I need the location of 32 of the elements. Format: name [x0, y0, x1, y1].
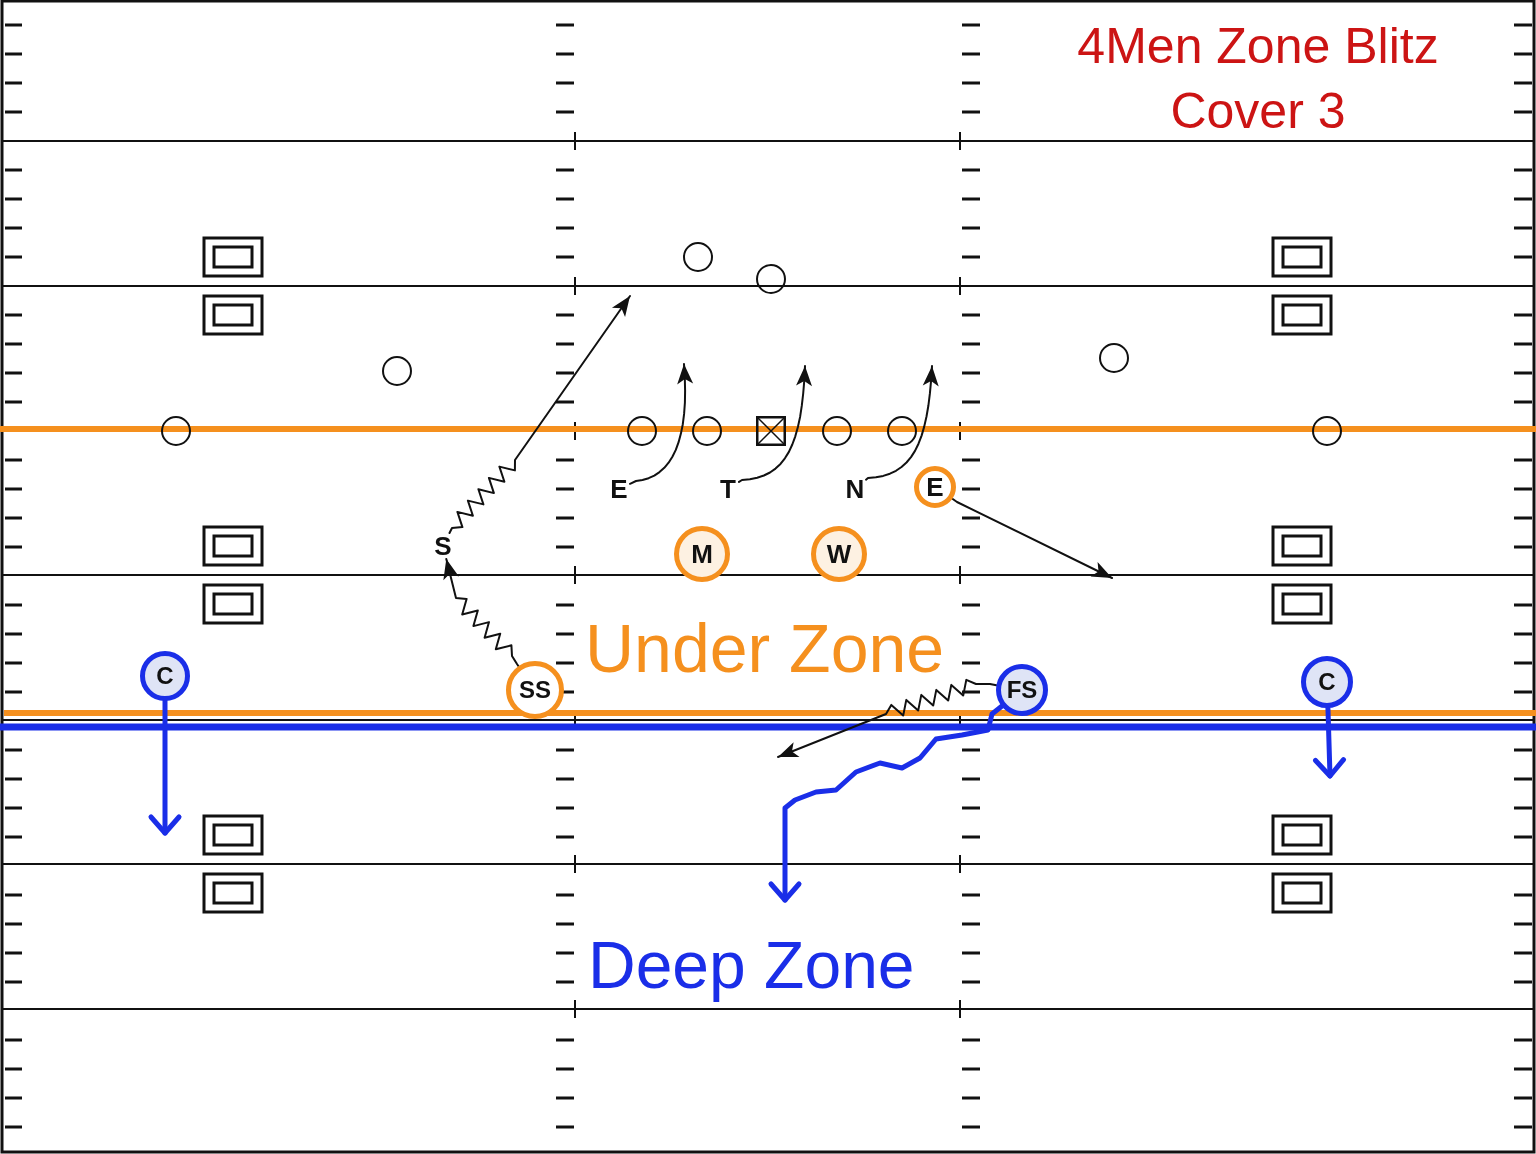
center-player-box [756, 416, 786, 446]
defender-label: N [844, 476, 866, 502]
defender-circle: C [140, 651, 190, 701]
diagram-title: 4Men Zone Blitz Cover 3 [1076, 17, 1440, 141]
defender-circle: E [914, 466, 956, 508]
offense-player-circle [1312, 416, 1342, 446]
defender-circle: C [1301, 656, 1353, 708]
offense-player-circle [756, 264, 786, 294]
defender-label: S [432, 533, 454, 559]
route-arrow [865, 365, 939, 481]
offense-player-circle [822, 416, 852, 446]
defender-circle: M [674, 526, 730, 582]
blitz-arrow [777, 678, 998, 758]
offense-player-circle [627, 416, 657, 446]
route-arrow [738, 365, 812, 483]
offense-player-circle [683, 242, 713, 272]
offense-player-circle [1099, 343, 1129, 373]
blitz-arrow [443, 558, 520, 668]
zone-label: Under Zone [585, 614, 945, 682]
defender-circle: FS [996, 664, 1048, 716]
coverage-arrow [768, 703, 1005, 903]
offense-player-circle [692, 416, 722, 446]
route-arrow [629, 363, 694, 485]
offense-player-circle [161, 416, 191, 446]
defender-circle: W [811, 526, 867, 582]
offense-player-circle [887, 416, 917, 446]
blitz-arrow [448, 295, 631, 534]
defender-label: E [608, 476, 630, 502]
defender-circle: SS [506, 661, 564, 719]
route-arrow [951, 497, 1113, 579]
defender-label: T [717, 476, 739, 502]
offense-player-circle [382, 356, 412, 386]
